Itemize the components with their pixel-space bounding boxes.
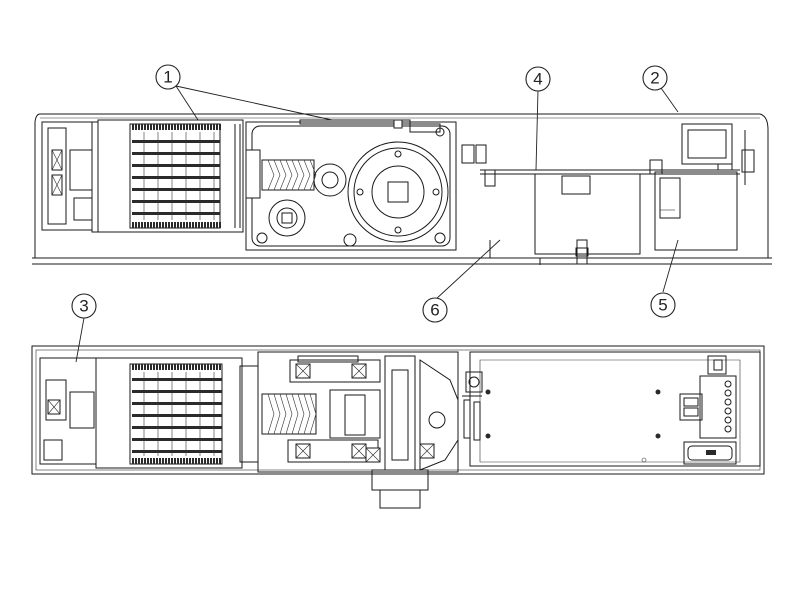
callout-5: 5: [650, 292, 676, 318]
callout-4: 4: [525, 66, 551, 92]
callout-1: 1: [155, 64, 181, 90]
svg-text:6: 6: [430, 301, 439, 320]
bottom-control-board: [462, 351, 761, 467]
leader-lines: [75, 85, 679, 363]
bottom-view: [31, 345, 765, 509]
svg-text:2: 2: [650, 69, 659, 88]
gearbox: [245, 119, 457, 251]
callout-2: 2: [642, 65, 668, 91]
motor-end-cap: [41, 121, 99, 233]
svg-text:3: 3: [79, 297, 88, 316]
callout-3: 3: [71, 293, 97, 319]
motor-stator: [97, 119, 244, 233]
svg-text:4: 4: [533, 70, 542, 89]
control-unit: [461, 123, 755, 265]
bottom-end-cap: [39, 357, 97, 465]
svg-text:1: 1: [163, 68, 172, 87]
callout-6: 6: [422, 297, 448, 323]
svg-text:5: 5: [658, 296, 667, 315]
top-view: [32, 113, 772, 265]
bottom-gear-train: [257, 351, 459, 509]
bottom-motor: [95, 357, 259, 469]
